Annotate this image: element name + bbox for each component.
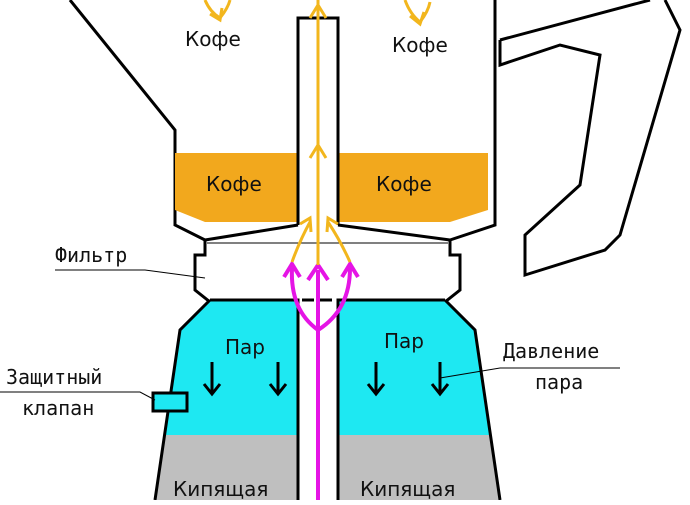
valve-leader-line xyxy=(0,391,156,401)
filter-funnel-right xyxy=(443,240,462,310)
label-valve-line1: Защитный xyxy=(6,365,102,389)
coffee-flow-left-branch xyxy=(290,221,312,263)
water-flow-left-arrowhead xyxy=(282,260,302,279)
pressure-leader-line xyxy=(439,367,620,379)
filter-funnel-left xyxy=(193,240,212,310)
water-flow-right-arrowhead xyxy=(340,260,360,279)
coffee-flow-riser-top-arrowhead xyxy=(308,2,328,19)
steam-arrow xyxy=(366,362,386,397)
upper-chamber-right-wall xyxy=(449,0,497,242)
label-coffee-out-right: Кофе xyxy=(392,33,448,57)
coffee-out-right-arrowhead xyxy=(409,11,426,27)
coffee-flow-left-arrowhead xyxy=(299,215,313,233)
label-coffee-out-left: Кофе xyxy=(185,27,241,51)
steam-arrow xyxy=(268,362,288,397)
label-boiling-right: Кипящая xyxy=(360,477,455,500)
safety-valve xyxy=(151,391,189,413)
coffee-flow-right-branch xyxy=(326,221,352,263)
water-zone-left xyxy=(155,435,298,500)
coffee-flow-riser-arrowhead xyxy=(308,142,328,159)
water-zone-right xyxy=(338,435,500,500)
label-pressure-line2: пара xyxy=(535,370,583,394)
label-boiling-left: Кипящая xyxy=(173,477,268,500)
steam-zone-right xyxy=(338,300,490,435)
label-steam-left: Пар xyxy=(225,335,265,359)
coffee-out-right-arrow xyxy=(403,0,432,25)
label-pressure-line1: Давление xyxy=(503,339,599,363)
boiler-left-wall xyxy=(153,298,212,501)
coffee-out-left-arrow xyxy=(203,0,232,20)
label-steam-right: Пар xyxy=(384,329,424,353)
steam-arrow xyxy=(430,362,450,397)
pot-handle xyxy=(498,0,682,278)
label-valve-line2: клапан xyxy=(22,396,94,420)
steam-arrows-right xyxy=(366,362,450,397)
label-coffee-right: Кофе xyxy=(376,172,432,196)
coffee-flow-right-arrowhead xyxy=(325,215,339,233)
coffee-out-left-arrowhead xyxy=(209,7,224,23)
coffee-layer-left xyxy=(175,153,298,222)
label-coffee-left: Кофе xyxy=(206,172,262,196)
label-filter: Фильтр xyxy=(55,243,127,267)
steam-zone-left xyxy=(165,300,298,435)
filter-leader-line xyxy=(55,269,206,279)
water-flow-left-curve xyxy=(289,267,320,332)
boiler-right-wall xyxy=(443,298,502,501)
riser-base xyxy=(204,223,451,242)
steam-arrow xyxy=(202,362,222,397)
coffee-layer-right xyxy=(338,153,488,222)
water-flow-right-curve xyxy=(316,267,352,332)
steam-arrows-left xyxy=(202,362,288,397)
